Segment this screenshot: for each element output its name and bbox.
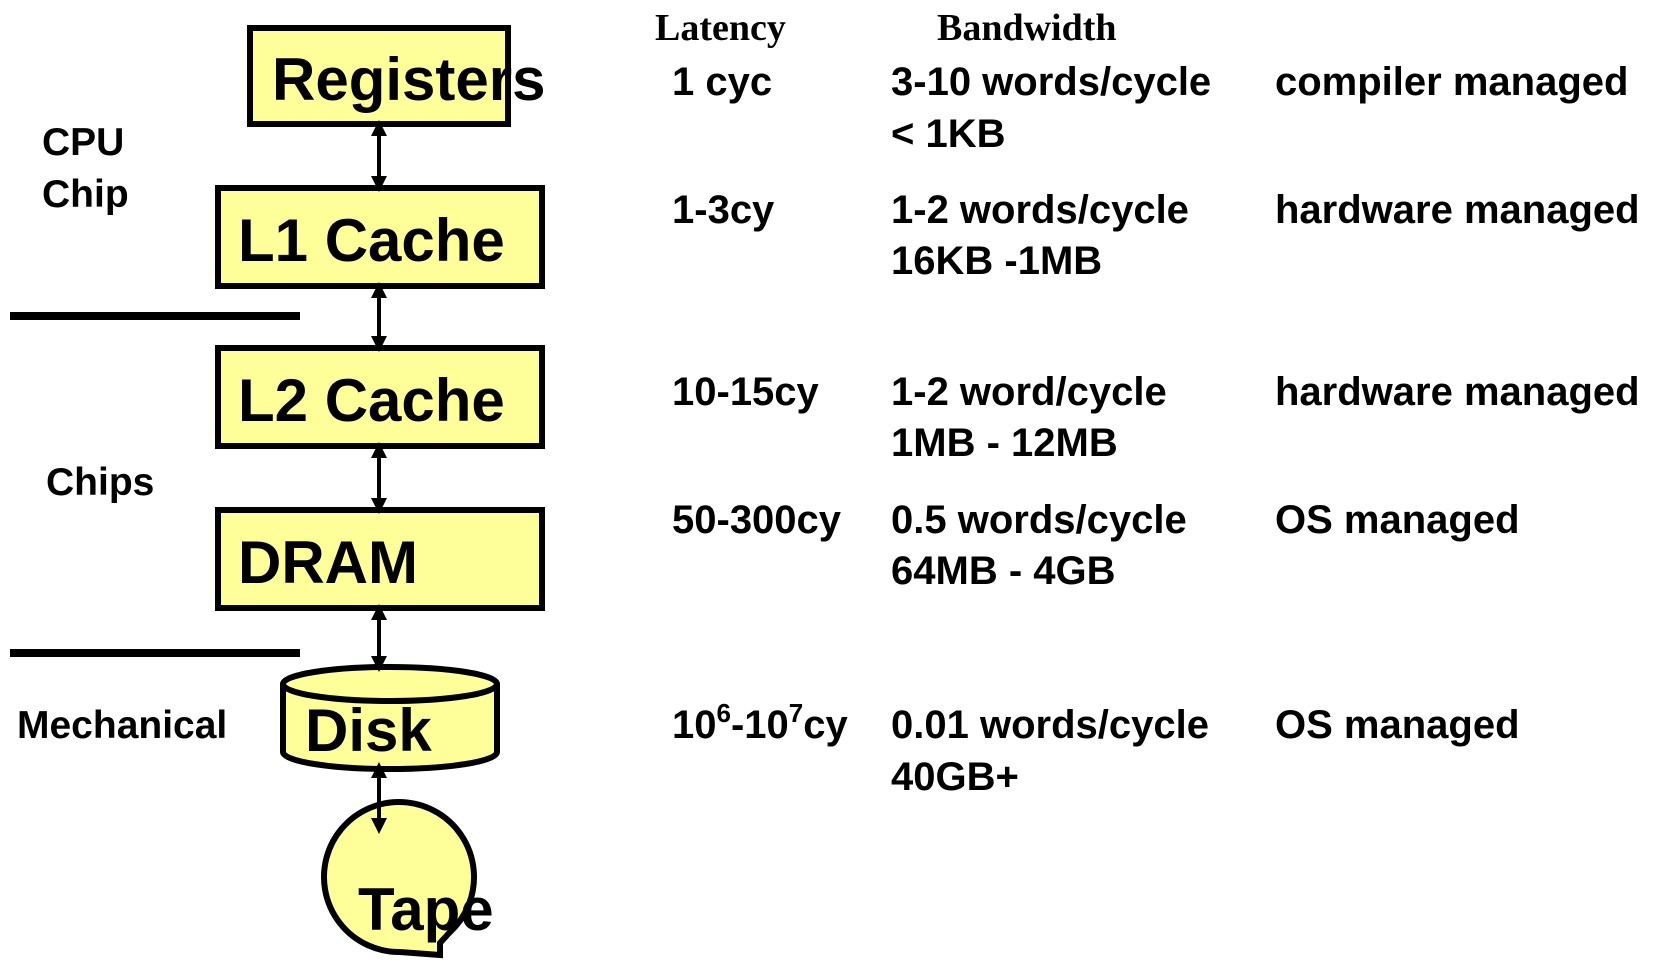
l2-cache-label: L2 Cache	[238, 367, 505, 434]
latency-cell: 50-300cy	[672, 498, 842, 542]
latency-cell: 106-107cy	[672, 698, 848, 747]
disk-label: Disk	[305, 697, 432, 764]
latency-cell: 1-3cy	[672, 188, 775, 232]
dram-label: DRAM	[238, 529, 418, 596]
mechanical-label: Mechanical	[17, 704, 227, 747]
latency-cell: 10-15cy	[672, 370, 820, 414]
bandwidth-header: Bandwidth	[937, 7, 1117, 49]
latency-cell: 1 cyc	[672, 60, 772, 104]
bandwidth-cell: 0.5 words/cycle	[891, 498, 1187, 542]
managed-cell: hardware managed	[1275, 188, 1640, 232]
l2-cache-box	[215, 345, 545, 449]
registers-box	[247, 25, 511, 127]
bandwidth-cell: 1-2 word/cycle	[891, 370, 1167, 414]
latency-exponent: 6	[717, 698, 731, 728]
size-cell: 40GB+	[891, 755, 1019, 799]
row-l2-cache: 10-15cy 1-2 word/cycle 1MB - 12MB hardwa…	[672, 370, 1640, 465]
bandwidth-cell: 3-10 words/cycle	[891, 60, 1211, 104]
row-l1-cache: 1-3cy 1-2 words/cycle 16KB -1MB hardware…	[672, 188, 1640, 283]
size-cell: 1MB - 12MB	[891, 421, 1118, 465]
disk-cylinder-body	[280, 684, 500, 772]
managed-cell: compiler managed	[1275, 60, 1628, 104]
latency-exponent: 7	[789, 698, 803, 728]
row-disk: 106-107cy 0.01 words/cycle 40GB+ OS mana…	[672, 698, 1520, 799]
cpu-chip-label-line1: CPU	[42, 121, 124, 164]
l1-cache-label: L1 Cache	[238, 207, 505, 274]
registers-label: Registers	[272, 46, 545, 113]
latency-base: 10	[672, 703, 717, 747]
registers-level: Registers	[247, 25, 545, 127]
managed-cell: OS managed	[1275, 703, 1520, 747]
latency-separator: -10	[731, 703, 789, 747]
size-cell: 16KB -1MB	[891, 239, 1102, 283]
disk-cylinder-top	[280, 664, 500, 704]
chips-label: Chips	[46, 461, 154, 504]
l2-cache-level: L2 Cache	[215, 345, 545, 449]
dram-box	[215, 507, 545, 611]
bandwidth-cell: 1-2 words/cycle	[891, 188, 1189, 232]
disk-level: Disk	[280, 664, 500, 772]
managed-cell: OS managed	[1275, 498, 1520, 542]
tape-level: Tape	[321, 799, 494, 959]
managed-cell: hardware managed	[1275, 370, 1640, 414]
dram-level: DRAM	[215, 507, 545, 611]
row-dram: 50-300cy 0.5 words/cycle 64MB - 4GB OS m…	[672, 498, 1520, 593]
bandwidth-cell: 0.01 words/cycle	[891, 703, 1209, 747]
l1-cache-level: L1 Cache	[215, 185, 545, 289]
row-registers: 1 cyc 3-10 words/cycle < 1KB compiler ma…	[672, 60, 1628, 156]
latency-header: Latency	[655, 7, 786, 49]
size-cell: 64MB - 4GB	[891, 549, 1116, 593]
latency-unit: cy	[803, 703, 848, 747]
tape-label: Tape	[358, 876, 494, 943]
cpu-chip-label-line2: Chip	[42, 173, 129, 216]
size-cell: < 1KB	[891, 112, 1006, 156]
